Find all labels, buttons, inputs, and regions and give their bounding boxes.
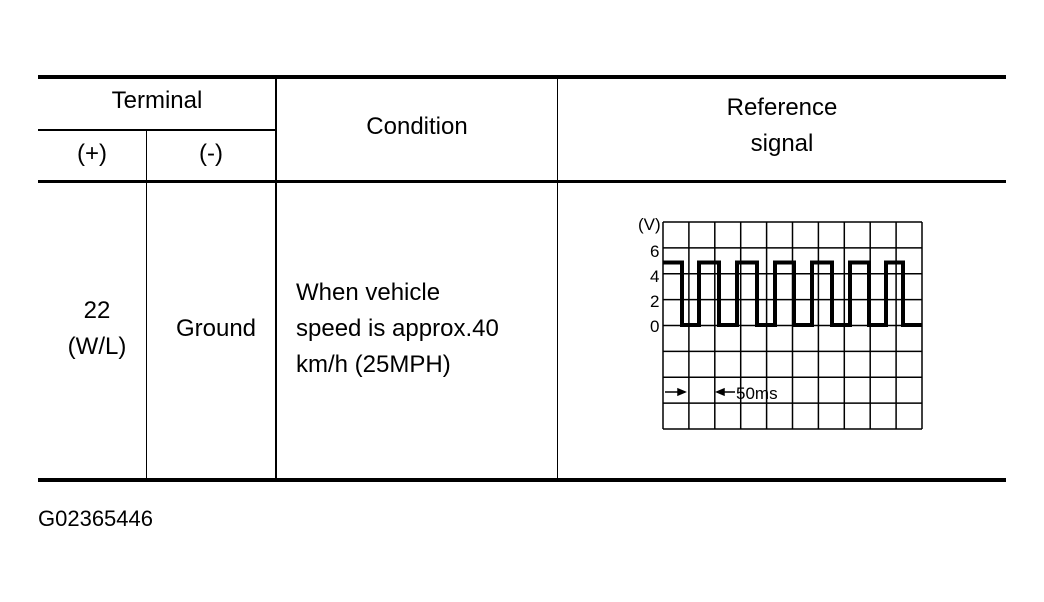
condition-line-3: km/h (25MPH) <box>296 351 451 378</box>
header-plus: (+) <box>77 140 107 167</box>
table-bottom-border <box>38 478 1006 482</box>
condition-line-2: speed is approx.40 <box>296 315 499 342</box>
plus-minus-divider <box>146 130 147 480</box>
scope-tick-4: 4 <box>650 267 659 286</box>
scope-tick-0: 0 <box>650 317 659 336</box>
header-reference-line1: Reference <box>726 94 838 121</box>
scope-tick-2: 2 <box>650 292 659 311</box>
table-top-border <box>38 75 1006 79</box>
header-reference-line2: signal <box>750 130 814 157</box>
header-condition: Condition <box>366 113 468 140</box>
condition-line-1: When vehicle <box>296 279 441 306</box>
header-terminal: Terminal <box>111 87 203 114</box>
period-marker <box>665 387 735 397</box>
condition-reference-divider <box>557 77 558 480</box>
terminal-wire-color: (W/L) <box>67 333 127 360</box>
condition-text: When vehicle speed is approx.40 km/h (25… <box>296 275 499 383</box>
time-division-label: 50ms <box>736 384 778 403</box>
reference-signal-waveform: (V) 6 4 2 0 50ms <box>638 215 923 430</box>
terminal-subheader-divider <box>38 129 276 131</box>
scope-unit-label: (V) <box>638 215 661 234</box>
header-minus: (-) <box>199 140 223 167</box>
terminal-condition-divider <box>275 77 277 480</box>
square-wave-trace <box>663 260 922 327</box>
figure-id: G02365446 <box>38 506 153 531</box>
terminal-number: 22 <box>83 297 111 324</box>
ground-terminal: Ground <box>175 315 257 342</box>
scope-tick-6: 6 <box>650 242 659 261</box>
header-bottom-border <box>38 180 1006 183</box>
